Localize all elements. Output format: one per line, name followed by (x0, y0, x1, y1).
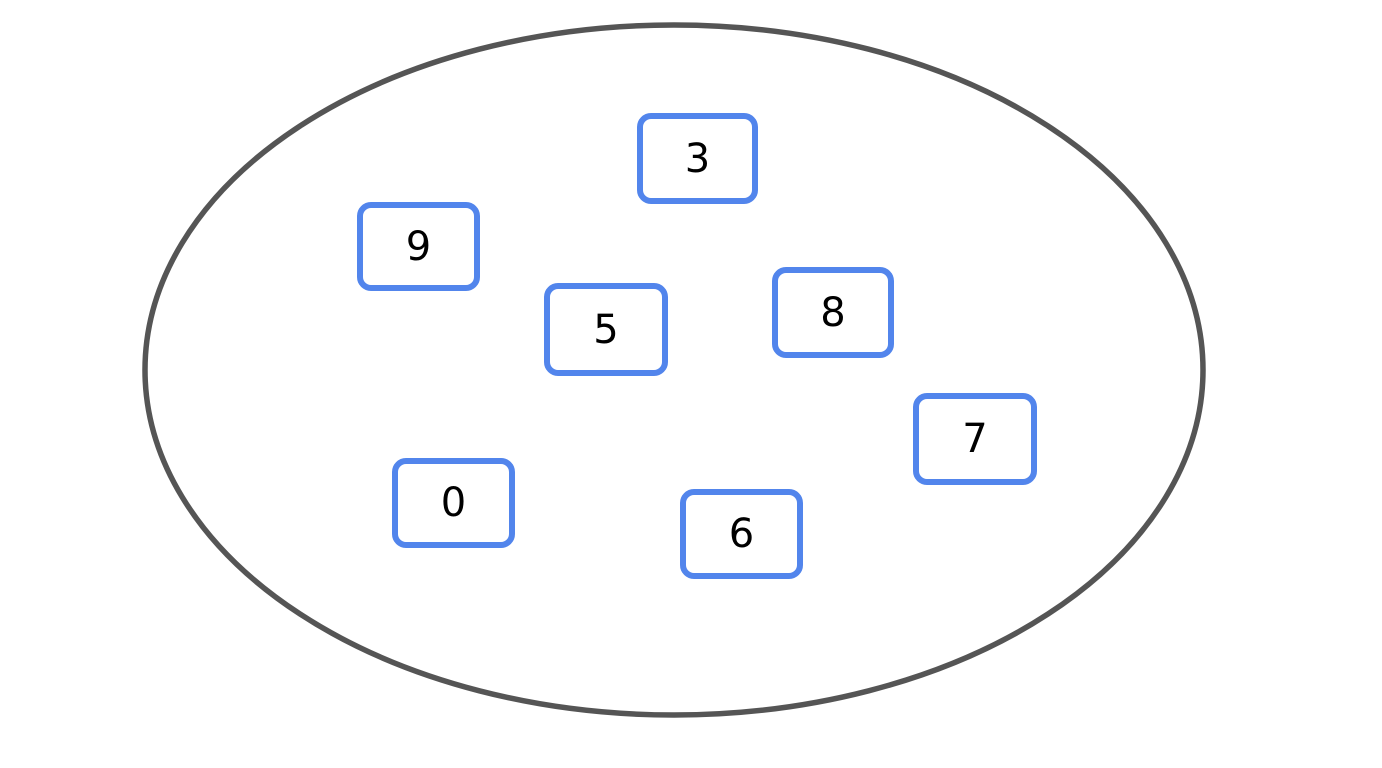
element-node-label: 0 (440, 480, 467, 526)
element-node-label: 7 (962, 416, 988, 462)
element-node-0[interactable]: 0 (392, 458, 515, 548)
element-node-9[interactable]: 9 (357, 202, 480, 291)
element-node-8[interactable]: 8 (772, 267, 894, 358)
element-node-label: 9 (405, 223, 432, 270)
element-node-5[interactable]: 5 (544, 283, 668, 376)
element-node-6[interactable]: 6 (680, 489, 803, 579)
element-node-label: 3 (684, 135, 711, 182)
element-node-label: 5 (593, 306, 619, 353)
element-node-3[interactable]: 3 (637, 113, 758, 204)
element-node-label: 8 (820, 289, 846, 336)
element-node-label: 6 (728, 511, 755, 557)
element-node-7[interactable]: 7 (913, 393, 1037, 485)
